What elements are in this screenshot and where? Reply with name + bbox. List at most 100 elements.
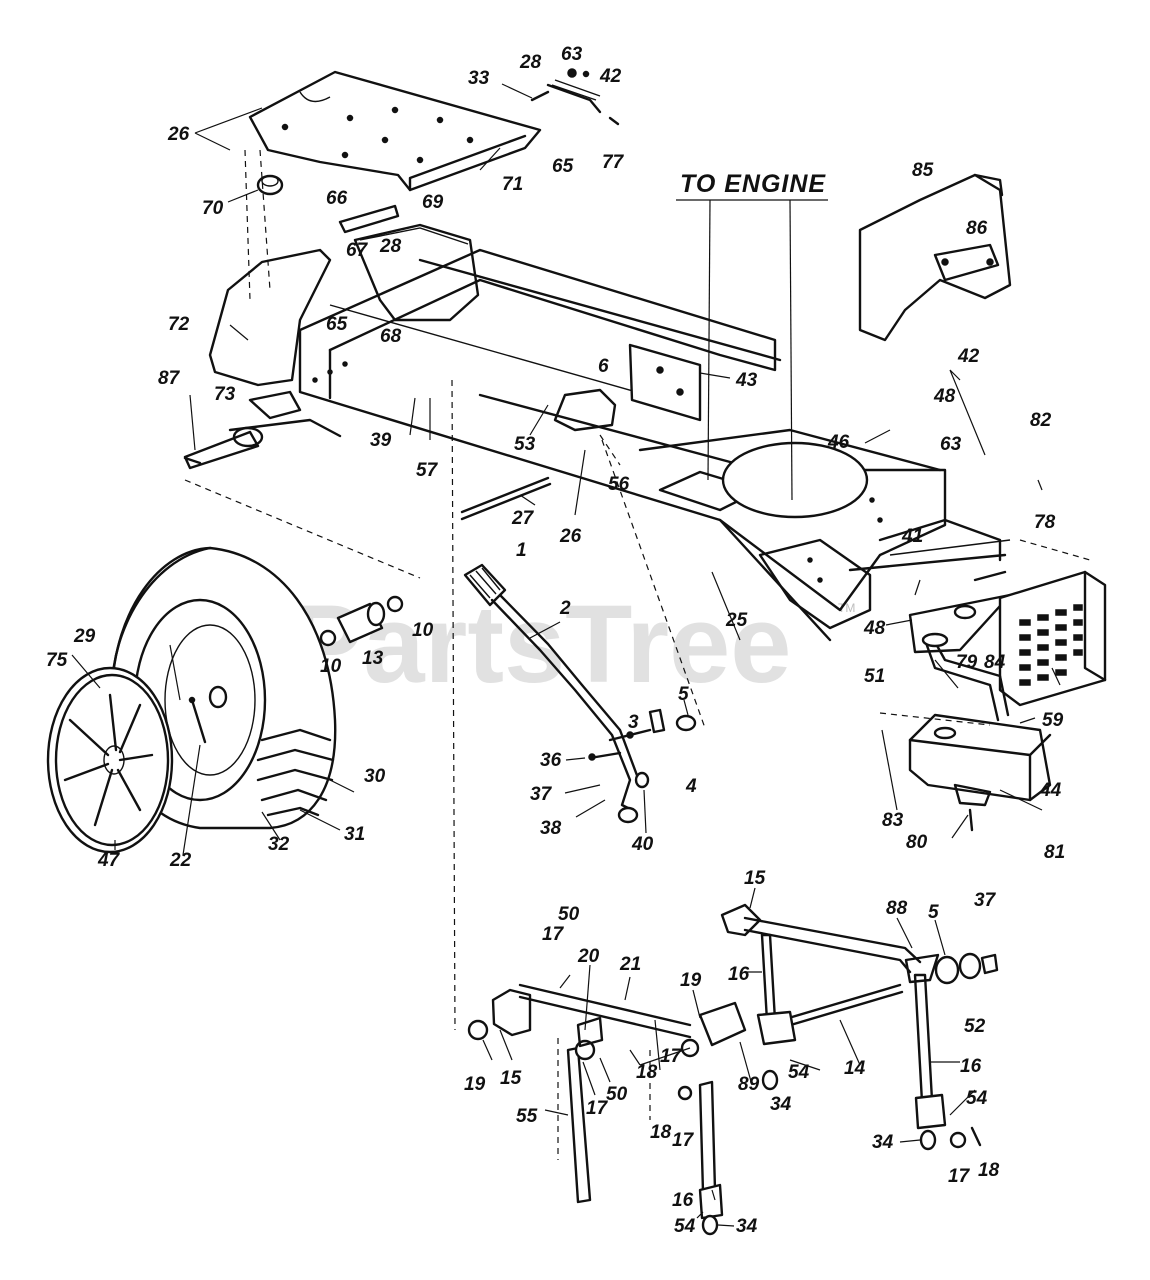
callout-18c: 18 xyxy=(978,1160,1000,1181)
callout-73: 73 xyxy=(214,384,236,405)
callout-77: 77 xyxy=(602,152,625,173)
assembly-lines xyxy=(184,149,1091,1160)
callout-28b: 28 xyxy=(379,236,402,257)
callout-17b: 17 xyxy=(660,1046,683,1067)
callout-51: 51 xyxy=(864,666,885,687)
fuel-cap xyxy=(256,174,284,196)
callout-37b: 37 xyxy=(974,890,997,911)
callout-68: 68 xyxy=(380,326,402,347)
exhaust-pipe xyxy=(921,632,1010,722)
pedal-hardware xyxy=(588,708,697,789)
callout-16: 16 xyxy=(728,964,750,985)
callout-85: 85 xyxy=(912,160,934,181)
callout-42b: 42 xyxy=(957,346,980,367)
callout-37: 37 xyxy=(530,784,553,805)
callout-34c: 34 xyxy=(736,1216,758,1237)
callout-15b: 15 xyxy=(500,1068,522,1089)
callout-17e: 17 xyxy=(948,1166,971,1187)
callout-17c: 17 xyxy=(586,1098,609,1119)
to-engine-heading: TO ENGINE xyxy=(676,170,828,501)
brake-pedal xyxy=(463,563,652,824)
leader-lines xyxy=(71,83,1061,1227)
callout-69: 69 xyxy=(422,192,444,213)
callout-38: 38 xyxy=(540,818,562,839)
watermark: PartsTree xyxy=(290,583,791,706)
callout-10b: 10 xyxy=(320,656,342,677)
callout-46: 46 xyxy=(827,432,850,453)
callout-2: 2 xyxy=(559,598,571,619)
callout-82: 82 xyxy=(1030,410,1052,431)
callout-48: 48 xyxy=(933,386,956,407)
callout-5: 5 xyxy=(678,684,689,705)
callout-54: 54 xyxy=(788,1062,810,1083)
callout-59: 59 xyxy=(1042,710,1064,731)
callout-65b: 65 xyxy=(326,314,348,335)
callout-50b: 50 xyxy=(606,1084,628,1105)
callout-48b: 48 xyxy=(863,618,886,639)
lift-linkage xyxy=(467,903,999,1236)
frame-chassis xyxy=(208,248,1011,642)
callout-26: 26 xyxy=(167,124,190,145)
seat-pan xyxy=(248,70,542,192)
callout-5b: 5 xyxy=(928,902,939,923)
to-engine-label: TO ENGINE xyxy=(680,170,826,198)
callout-47: 47 xyxy=(97,850,121,871)
callout-1: 1 xyxy=(516,540,527,561)
axle-spacer xyxy=(319,595,404,647)
callout-20: 20 xyxy=(577,946,600,967)
callout-10: 10 xyxy=(412,620,434,641)
callout-29: 29 xyxy=(73,626,96,647)
callout-30: 30 xyxy=(364,766,386,787)
callout-3: 3 xyxy=(628,712,639,733)
heat-shield-slots xyxy=(1019,604,1083,686)
callout-41: 41 xyxy=(901,526,923,547)
callout-13: 13 xyxy=(362,648,384,669)
callout-63: 63 xyxy=(561,44,583,65)
callout-50: 50 xyxy=(558,904,580,925)
callout-88: 88 xyxy=(886,898,908,919)
rear-bracket xyxy=(908,570,1012,654)
callout-83: 83 xyxy=(882,810,904,831)
callout-67: 67 xyxy=(346,240,369,261)
callout-34b: 34 xyxy=(872,1132,894,1153)
callout-75: 75 xyxy=(46,650,68,671)
callout-numbers: 26 33 28 63 42 65 77 71 70 66 69 67 28 6… xyxy=(46,44,1065,1237)
callout-70: 70 xyxy=(202,198,224,219)
seat-spring-top xyxy=(530,68,620,126)
engine-shield xyxy=(858,173,1012,342)
callout-63b: 63 xyxy=(940,434,962,455)
callout-27: 27 xyxy=(511,508,535,529)
callout-16b: 16 xyxy=(960,1056,982,1077)
callout-72: 72 xyxy=(168,314,190,335)
callout-42: 42 xyxy=(599,66,622,87)
axle-rod xyxy=(460,476,552,521)
callout-78: 78 xyxy=(1034,512,1056,533)
watermark-trademark: TM xyxy=(838,601,855,615)
callout-14: 14 xyxy=(844,1058,866,1079)
callout-53: 53 xyxy=(514,434,536,455)
callout-80: 80 xyxy=(906,832,928,853)
callout-19b: 19 xyxy=(464,1074,486,1095)
callout-81: 81 xyxy=(1044,842,1065,863)
callout-18b: 18 xyxy=(650,1122,672,1143)
callout-22: 22 xyxy=(169,850,192,871)
callout-6: 6 xyxy=(598,356,609,377)
tire-tread xyxy=(256,728,335,817)
callout-66: 66 xyxy=(326,188,348,209)
callout-28: 28 xyxy=(519,52,542,73)
muffler xyxy=(908,713,1052,832)
callout-36: 36 xyxy=(540,750,562,771)
callout-17d: 17 xyxy=(672,1130,695,1151)
wheel-bolt xyxy=(188,696,207,744)
callout-52: 52 xyxy=(964,1016,986,1037)
callout-87: 87 xyxy=(158,368,181,389)
callout-43: 43 xyxy=(735,370,758,391)
callout-84: 84 xyxy=(984,652,1006,673)
callout-34: 34 xyxy=(770,1094,792,1115)
callout-26b: 26 xyxy=(559,526,582,547)
callout-15: 15 xyxy=(744,868,766,889)
callout-31: 31 xyxy=(344,824,365,845)
spindle xyxy=(183,430,260,470)
callout-33: 33 xyxy=(468,68,490,89)
